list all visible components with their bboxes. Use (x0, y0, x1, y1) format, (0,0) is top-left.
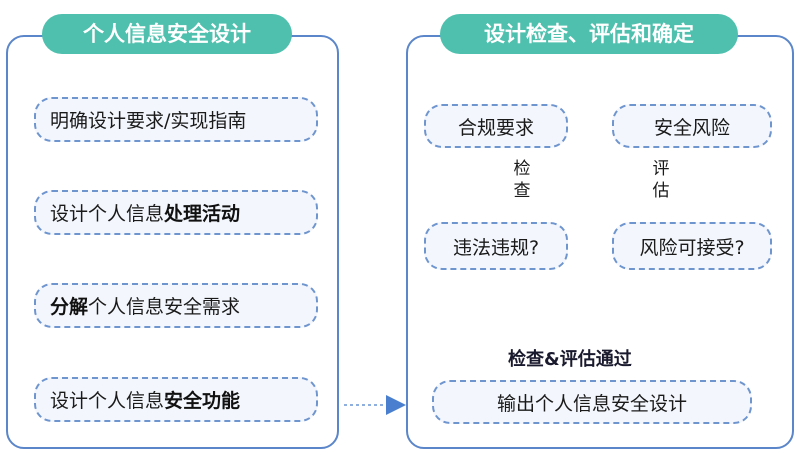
node-violation-question: 违法违规? (424, 222, 568, 270)
node-risk-acceptable-question: 风险可接受? (612, 222, 772, 270)
step-clarify-requirements: 明确设计要求/实现指南 (34, 97, 318, 142)
review-panel-title: 设计检查、评估和确定 (440, 14, 738, 54)
node-security-risk: 安全风险 (612, 104, 772, 148)
design-panel-title: 个人信息安全设计 (42, 14, 292, 54)
label-assess: 评估 (652, 159, 670, 201)
label-check: 检查 (513, 159, 531, 201)
step-1-text: 明确设计要求/实现指南 (50, 110, 247, 132)
node-compliance-requirements: 合规要求 (424, 104, 568, 148)
node-output-design: 输出个人信息安全设计 (432, 380, 752, 424)
label-check-assess-passed: 检查&评估通过 (508, 349, 632, 370)
step-design-processing: 设计个人信息处理活动 (34, 190, 318, 235)
step-design-functions: 设计个人信息安全功能 (34, 377, 318, 422)
step-3-text: 分解个人信息安全需求 (50, 296, 241, 318)
step-2-text: 设计个人信息处理活动 (50, 203, 241, 225)
step-decompose-requirements: 分解个人信息安全需求 (34, 283, 318, 328)
step-4-text: 设计个人信息安全功能 (50, 390, 241, 412)
